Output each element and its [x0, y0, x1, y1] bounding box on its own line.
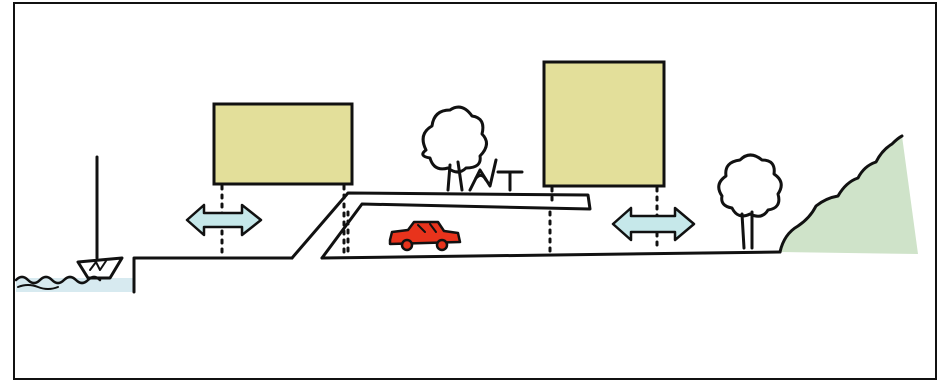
- ground-line: [320, 250, 782, 260]
- podium-deck: [290, 191, 592, 260]
- sailboat-icon: [76, 155, 124, 280]
- tree-icon: [421, 105, 488, 192]
- hillside: [780, 136, 918, 254]
- seawall: [132, 256, 294, 294]
- hillside-outline: [778, 134, 904, 254]
- picnic-table-icon: [468, 158, 524, 192]
- building-left: [212, 102, 354, 186]
- water: [14, 275, 134, 292]
- tree-icon: [717, 153, 783, 250]
- double-headed-arrow-icon: [611, 206, 696, 242]
- building-right: [542, 60, 666, 188]
- double-headed-arrow-icon: [185, 203, 263, 237]
- car-icon: [388, 220, 462, 252]
- diagram-border: [13, 2, 937, 380]
